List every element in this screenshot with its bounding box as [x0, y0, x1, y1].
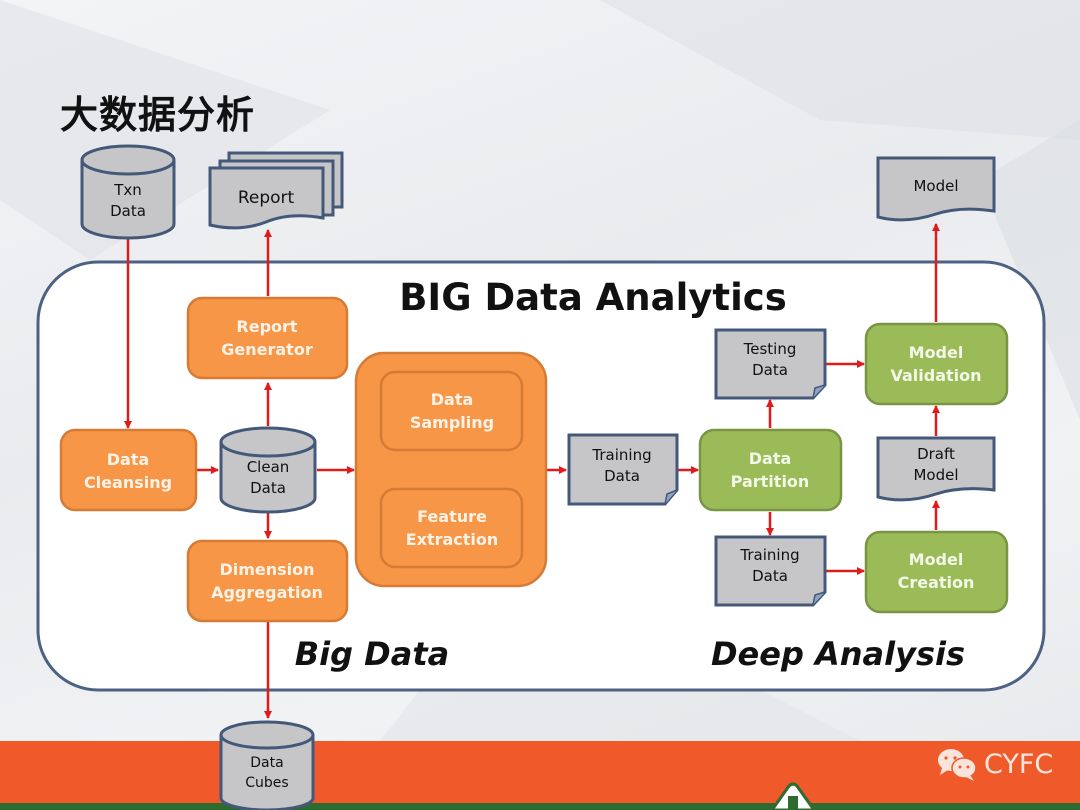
svg-text:Data: Data	[107, 450, 150, 469]
dimension-aggregation-node[interactable]: Dimension Aggregation	[186, 539, 349, 623]
svg-text:Data: Data	[250, 755, 283, 771]
svg-text:Aggregation: Aggregation	[211, 583, 323, 602]
testing-data-node[interactable]: Testing Data	[714, 328, 827, 400]
svg-text:Feature: Feature	[417, 507, 487, 526]
svg-text:Cleansing: Cleansing	[84, 473, 172, 492]
svg-text:Generator: Generator	[221, 340, 313, 359]
wechat-icon	[938, 749, 977, 781]
svg-text:Extraction: Extraction	[406, 530, 499, 549]
arrows	[124, 223, 940, 719]
svg-text:Sampling: Sampling	[410, 413, 494, 432]
data-sampling-node[interactable]: Data Sampling	[379, 370, 524, 452]
report-node[interactable]: Report	[208, 151, 344, 230]
svg-text:Cubes: Cubes	[245, 775, 288, 791]
svg-text:Dimension: Dimension	[219, 560, 314, 579]
brand-badge: CYFC	[936, 746, 1053, 782]
svg-text:Creation: Creation	[898, 573, 975, 592]
clean-data-node[interactable]: Clean Data	[219, 426, 317, 514]
svg-text:Report: Report	[238, 188, 295, 208]
brand-name: CYFC	[984, 748, 1054, 780]
data-cleansing-node[interactable]: Data Cleansing	[59, 428, 198, 512]
svg-text:Data: Data	[110, 202, 146, 220]
svg-text:Model: Model	[909, 550, 964, 569]
section-label-deep-analysis: Deep Analysis	[711, 635, 965, 673]
draft-model-node[interactable]: Draft Model	[876, 436, 996, 502]
svg-text:Training: Training	[591, 446, 651, 464]
data-partition-node[interactable]: Data Partition	[698, 428, 843, 512]
report-generator-node[interactable]: Report Generator	[186, 296, 349, 380]
svg-text:Model: Model	[909, 343, 964, 362]
svg-text:Data: Data	[250, 479, 286, 497]
svg-text:Data: Data	[431, 390, 474, 409]
svg-text:Clean: Clean	[247, 458, 290, 476]
section-label-big-data: Big Data	[295, 635, 449, 673]
svg-text:Draft: Draft	[917, 445, 955, 463]
svg-text:Data: Data	[752, 361, 788, 379]
svg-text:Data: Data	[604, 467, 640, 485]
model-creation-node[interactable]: Model Creation	[864, 530, 1009, 614]
training-data-node[interactable]: Training Data	[567, 433, 679, 506]
slide-title: 大数据分析	[60, 93, 256, 137]
svg-text:Report: Report	[236, 317, 298, 336]
footer-bar	[0, 741, 1080, 810]
container-title: BIG Data Analytics	[399, 276, 787, 319]
svg-text:Training: Training	[739, 546, 799, 564]
model-output-node[interactable]: Model	[876, 156, 996, 222]
svg-text:Data: Data	[749, 449, 792, 468]
svg-text:Testing: Testing	[743, 340, 797, 358]
training-data-2-node[interactable]: Training Data	[714, 535, 827, 607]
logo-icon	[770, 782, 816, 810]
model-validation-node[interactable]: Model Validation	[864, 322, 1009, 406]
footer-green-strip	[0, 803, 1080, 810]
svg-text:Validation: Validation	[890, 366, 981, 385]
svg-text:Model: Model	[913, 177, 958, 195]
svg-text:Model: Model	[913, 466, 958, 484]
svg-text:Partition: Partition	[731, 472, 810, 491]
data-cubes-node[interactable]: Data Cubes	[219, 720, 315, 810]
feature-extraction-node[interactable]: Feature Extraction	[379, 487, 524, 569]
svg-text:Data: Data	[752, 567, 788, 585]
svg-text:Txn: Txn	[113, 181, 142, 199]
txn-data-node[interactable]: Txn Data	[80, 144, 176, 240]
